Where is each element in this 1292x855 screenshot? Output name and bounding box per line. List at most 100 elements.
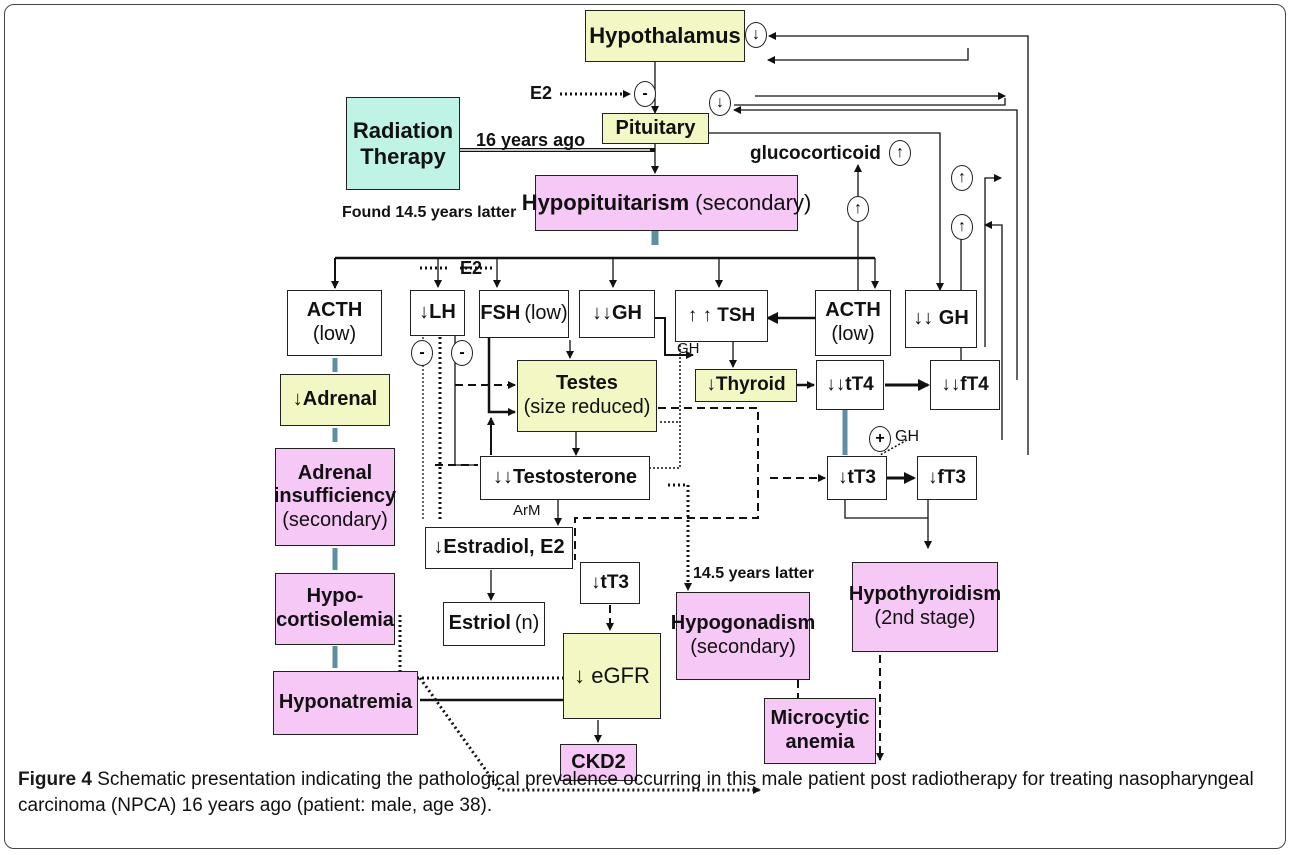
feedback-ft3-hypothalamus <box>768 32 1029 455</box>
gh-to-thyroid <box>655 317 694 359</box>
hyponatremia-label: Hyponatremia <box>278 691 413 714</box>
ckd2-disease-box: CKD2 <box>560 744 637 781</box>
glucocorticoid-label: glucocorticoid <box>750 143 881 164</box>
hypopituitarism-box: Hypopituitarism (secondary) <box>522 175 811 231</box>
testes-line2: (size reduced) <box>523 396 651 418</box>
caption-text: Schematic presentation indicating the pa… <box>18 769 1254 816</box>
arm-label: ArM <box>513 502 541 519</box>
tt3-ft3-merge <box>844 500 929 519</box>
ft3-label: ↓fT3 <box>928 466 966 488</box>
dot-gh-testosterone <box>645 345 681 469</box>
up-circle-glucocorticoid: ↑ <box>889 140 911 166</box>
fsh-box: FSH (low) <box>479 290 569 338</box>
figure-caption: Figure 4 Schematic presentation indicati… <box>18 767 1268 819</box>
hypothalamus-box: Hypothalamus <box>585 10 745 62</box>
testosterone-label: ↓↓Testosterone <box>492 466 638 489</box>
pituitary-to-gh <box>709 132 944 291</box>
dash-testes-tt3 <box>574 407 759 560</box>
tsh-label: ↑ ↑ TSH <box>687 304 756 326</box>
hypothyroidism-label: Hypothyroidism <box>848 583 1002 606</box>
gh-right-box: ↓↓ GH <box>905 290 977 348</box>
tt3-right-label: ↓tT3 <box>838 466 876 488</box>
down-circle-hypothalamus: ↓ <box>745 22 767 48</box>
e2-mid-label: E2 <box>460 258 483 278</box>
estradiol-box: ↓Estradiol, E2 <box>425 527 573 569</box>
years-ago-label: 16 years ago <box>476 130 586 150</box>
years-later-label: 14.5 years latter <box>693 565 814 582</box>
fsh-thick-to-testes <box>487 335 516 416</box>
ckd2-label: CKD2 <box>571 750 626 773</box>
microcytic-anemia-node: Microcytic anemia <box>764 698 876 764</box>
down-circle-pituitary: ↓ <box>709 90 731 116</box>
feedback-right-2 <box>734 98 1006 106</box>
gh-small-label: GH <box>677 340 700 357</box>
up-circle-acth: ↑ <box>847 196 869 222</box>
egfr-box: ↓ eGFR <box>563 633 661 719</box>
line-to-up1 <box>984 174 1002 347</box>
up-circle-gh-2: ↑ <box>951 214 973 240</box>
tt3-mid-label: ↓tT3 <box>591 571 629 593</box>
feedback-right-1 <box>767 48 969 64</box>
hypogonadism-note: (secondary) <box>690 636 796 658</box>
tsh-box: ↑ ↑ TSH <box>675 290 768 342</box>
figure-frame <box>4 4 1286 849</box>
adrenal-insuff-line3: (secondary) <box>282 508 388 531</box>
plus-circle-gh: + <box>869 426 891 452</box>
thyroid-label: ↓Thyroid <box>706 374 786 396</box>
ft3-box: ↓fT3 <box>917 456 977 500</box>
testosterone-box: ↓↓Testosterone <box>480 456 650 500</box>
microcytic-line1: Microcytic <box>770 707 870 730</box>
hypopituitarism-note: (secondary) <box>695 190 812 216</box>
estradiol-label: ↓Estradiol, E2 <box>433 536 565 559</box>
tt4-label: ↓↓tT4 <box>826 373 874 395</box>
acth-right-note: (low) <box>831 323 875 345</box>
minus-circle-lh-2: - <box>451 340 473 366</box>
acth-left-note: (low) <box>312 323 357 345</box>
hypothyroidism-note: (2nd stage) <box>874 607 976 629</box>
hypocort-line1: Hypo- <box>306 585 364 608</box>
minus-circle-e2: - <box>634 81 656 107</box>
gh-right-label: ↓↓ GH <box>913 307 969 330</box>
testes-line1: Testes <box>556 372 618 395</box>
hypothalamus-label: Hypothalamus <box>589 23 741 49</box>
hypothyroidism-box: Hypothyroidism (2nd stage) <box>848 562 1002 652</box>
hypopituitarism-label: Hypopituitarism <box>521 190 690 216</box>
hypogonadism-label: Hypogonadism <box>670 612 816 635</box>
acth-right-box: ACTH (low) <box>815 290 891 356</box>
up-circle-gh-1: ↑ <box>951 165 973 191</box>
thyroid-box: ↓Thyroid <box>695 369 797 402</box>
lh-label: ↓LH <box>419 301 456 324</box>
acth-right-label: ACTH <box>825 299 881 322</box>
adrenal-box: ↓Adrenal <box>280 374 390 426</box>
adrenal-insuff-line2: insufficiency <box>273 485 397 508</box>
tt3-right-box: ↓tT3 <box>827 456 887 500</box>
tt3-mid-box: ↓tT3 <box>580 562 640 604</box>
adrenal-insufficiency-box: Adrenal insufficiency (secondary) <box>273 448 397 546</box>
gh-mid-box: ↓↓GH <box>579 290 655 338</box>
dot-hypocort-anemia <box>418 677 761 794</box>
ft4-label: ↓↓fT4 <box>941 373 989 395</box>
pituitary-box: Pituitary <box>602 113 709 144</box>
dot-gh-tt3 <box>879 439 908 456</box>
acth-left-label: ACTH <box>306 299 363 322</box>
testes-box: Testes (size reduced) <box>517 360 657 432</box>
gh-mid-label: ↓↓GH <box>592 302 642 325</box>
hypocortisolemia-box: Hypo- cortisolemia <box>275 573 395 645</box>
adrenal-label: ↓Adrenal <box>292 388 378 411</box>
fsh-note: (low) <box>524 302 568 325</box>
adrenal-insuff-line1: Adrenal <box>297 461 373 484</box>
microcytic-line2: anemia <box>785 731 855 753</box>
feedback-ft4-pituitary <box>733 106 1018 380</box>
gh-plus-label: GH <box>895 428 919 445</box>
line-to-up2 <box>984 221 1003 440</box>
hypogonadism-box: Hypogonadism (secondary) <box>671 592 815 680</box>
radiation-line1: Radiation <box>352 117 454 143</box>
dot-hypocort-egfr <box>398 615 581 682</box>
hypocort-line2: cortisolemia <box>276 609 394 631</box>
e2-top-label: E2 <box>530 83 553 103</box>
radiation-box: Radiation Therapy <box>346 97 460 190</box>
tt4-box: ↓↓tT4 <box>816 360 884 410</box>
acth-left-box: ACTH (low) <box>287 290 382 356</box>
found-later-label: Found 14.5 years latter <box>342 204 517 221</box>
estriol-note: (n) <box>514 612 540 635</box>
